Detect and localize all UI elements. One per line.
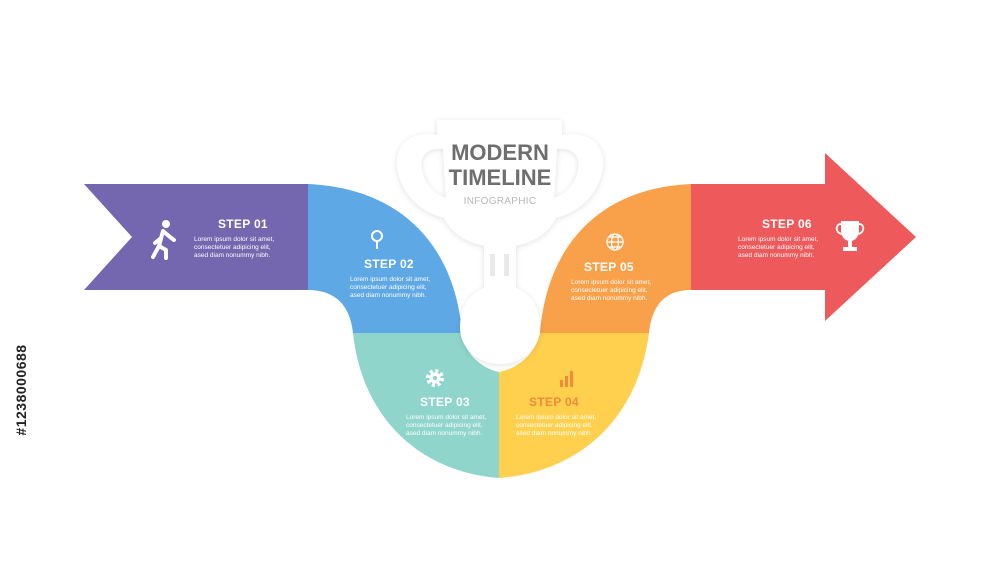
step-4-band <box>499 333 649 478</box>
walking-person-icon <box>151 220 176 260</box>
step-6-desc-line-3: ased diam nonummy nibh. <box>738 252 814 259</box>
stock-id-label: #1238000688 <box>6 315 36 465</box>
step-6: STEP 06 Lorem ipsum dolor sit amet, cons… <box>738 217 865 259</box>
step-4-title: STEP 04 <box>529 395 579 409</box>
step-2-band <box>308 184 462 333</box>
step-1: STEP 01 Lorem ipsum dolor sit amet, cons… <box>151 217 274 260</box>
step-2-title: STEP 02 <box>364 257 414 271</box>
trophy-shape <box>396 120 604 364</box>
step-1-band <box>84 184 308 290</box>
step-3-band <box>353 333 499 478</box>
key-icon <box>371 230 383 249</box>
step-4: STEP 04 Lorem ipsum dolor sit amet, cons… <box>516 371 596 437</box>
step-1-desc-line-3: ased diam nonummy nibh. <box>194 252 270 259</box>
stock-id-text: #1238000688 <box>13 344 29 436</box>
step-1-desc-line-2: consectetuer adipicing elit, <box>194 244 271 251</box>
step-6-title: STEP 06 <box>762 217 812 231</box>
step-5-title: STEP 05 <box>584 260 634 274</box>
step-3: STEP 03 Lorem ipsum dolor sit amet, cons… <box>406 369 486 437</box>
globe-icon <box>606 233 624 251</box>
title-line-2: TIMELINE <box>449 165 552 190</box>
step-4-desc-line-1: Lorem ipsum dolor sit amet, <box>516 414 596 421</box>
step-2-desc-line-2: consectetuer adipicing elit, <box>350 284 427 291</box>
step-6-arrow <box>691 153 916 321</box>
title-line-1: MODERN <box>451 140 549 165</box>
step-5-desc-line-3: ased diam nonummy nibh. <box>571 295 647 302</box>
bar-chart-icon <box>560 371 573 387</box>
step-3-desc-line-3: ased diam nonummy nibh. <box>406 430 482 437</box>
step-2: STEP 02 Lorem ipsum dolor sit amet, cons… <box>350 230 430 299</box>
step-5-desc-line-1: Lorem ipsum dolor sit amet, <box>571 279 651 286</box>
title-subtitle: INFOGRAPHIC <box>464 196 537 207</box>
step-2-desc-line-3: ased diam nonummy nibh. <box>350 292 426 299</box>
step-6-desc-line-1: Lorem ipsum dolor sit amet, <box>738 236 818 243</box>
step-3-desc-line-2: consectetuer adipicing elit, <box>406 422 483 429</box>
step-1-title: STEP 01 <box>218 217 268 231</box>
trophy-icon <box>835 221 865 251</box>
step-2-desc-line-1: Lorem ipsum dolor sit amet, <box>350 276 430 283</box>
step-1-desc-line-1: Lorem ipsum dolor sit amet, <box>194 236 274 243</box>
step-4-desc-line-2: consectetuer adipicing elit, <box>516 422 593 429</box>
step-4-desc-line-3: ased diam nonummy nibh. <box>516 430 592 437</box>
gear-icon <box>426 369 444 387</box>
step-3-desc-line-1: Lorem ipsum dolor sit amet, <box>406 414 486 421</box>
step-5-desc-line-2: consectetuer adipicing elit, <box>571 287 648 294</box>
step-5-band <box>540 184 691 333</box>
step-6-desc-line-2: consectetuer adipicing elit, <box>738 244 815 251</box>
step-3-title: STEP 03 <box>420 395 470 409</box>
step-5: STEP 05 Lorem ipsum dolor sit amet, cons… <box>571 233 651 302</box>
